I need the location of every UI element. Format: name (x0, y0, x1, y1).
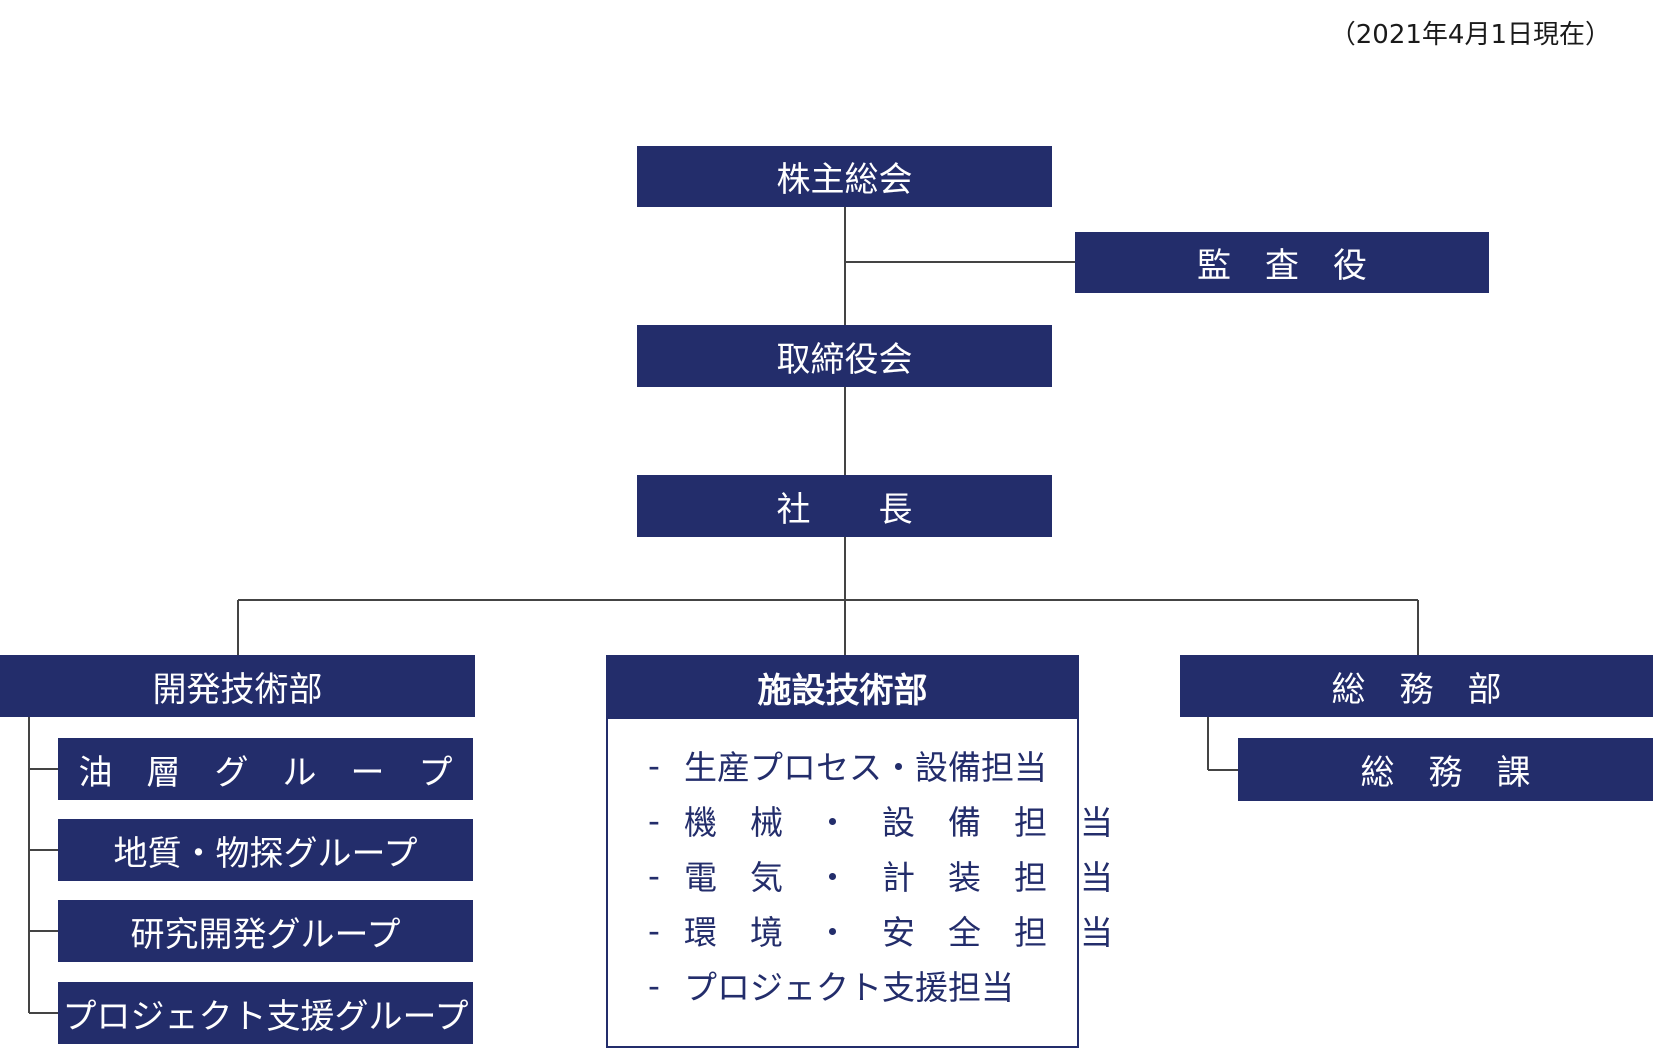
facilities-duty-item: - 電 気 ・ 計 装 担 当 (648, 851, 1113, 899)
bullet-dash: - (648, 910, 660, 950)
facilities-duty-item: - プロジェクト支援担当 (648, 961, 1014, 1009)
general-affairs-dept-label: 総 務 部 (1331, 669, 1502, 710)
facilities-duty-item: - 生産プロセス・設備担当 (648, 741, 1047, 789)
facilities-duty-item: - 機 械 ・ 設 備 担 当 (648, 796, 1113, 844)
bullet-dash: - (648, 800, 660, 840)
president-label: 社 長 (776, 489, 913, 530)
general-affairs-section-label: 総 務 課 (1360, 753, 1531, 793)
facilities-duty-label: 機 械 ・ 設 備 担 当 (684, 803, 1113, 842)
bullet-dash: - (648, 745, 660, 785)
bullet-dash: - (648, 855, 660, 895)
auditor-box: 監 査 役 (1075, 232, 1489, 293)
facilities-duty-label: 生産プロセス・設備担当 (684, 748, 1047, 787)
bullet-dash: - (648, 965, 660, 1005)
board-of-directors-label: 取締役会 (776, 339, 913, 380)
dev-group-box: 油 層 グ ル ー プ (58, 738, 473, 800)
dev-group-box: プロジェクト支援グループ (58, 982, 473, 1044)
facilities-duty-label: 環 境 ・ 安 全 担 当 (684, 913, 1113, 952)
dev-group-box: 研究開発グループ (58, 900, 473, 962)
dev-group-label: 研究開発グループ (130, 914, 401, 955)
as-of-date: （2021年4月1日現在） (1329, 20, 1611, 50)
facilities-duty-label: プロジェクト支援担当 (684, 968, 1014, 1007)
dev-group-label: 油 層 グ ル ー プ (78, 752, 453, 793)
dev-group-label: 地質・物探グループ (113, 833, 418, 874)
dev-dept-box: 開発技術部 (0, 655, 475, 717)
board-of-directors-box: 取締役会 (637, 325, 1052, 387)
dev-dept-label: 開発技術部 (152, 669, 323, 710)
general-affairs-section-box: 総 務 課 (1238, 738, 1653, 801)
facilities-dept-box: 施設技術部 (606, 655, 1079, 719)
facilities-dept-label: 施設技術部 (757, 670, 928, 711)
president-box: 社 長 (637, 475, 1052, 537)
facilities-duty-label: 電 気 ・ 計 装 担 当 (684, 858, 1113, 897)
dev-group-label: プロジェクト支援グループ (62, 996, 469, 1037)
auditor-label: 監 査 役 (1197, 246, 1367, 286)
facilities-duty-item: - 環 境 ・ 安 全 担 当 (648, 906, 1113, 954)
shareholders-meeting-label: 株主総会 (776, 160, 913, 200)
shareholders-meeting-box: 株主総会 (637, 146, 1052, 207)
general-affairs-dept-box: 総 務 部 (1180, 655, 1653, 717)
facilities-duties-panel: - 生産プロセス・設備担当 - 機 械 ・ 設 備 担 当 - 電 気 ・ 計 … (606, 719, 1113, 1048)
dev-group-box: 地質・物探グループ (58, 819, 473, 881)
